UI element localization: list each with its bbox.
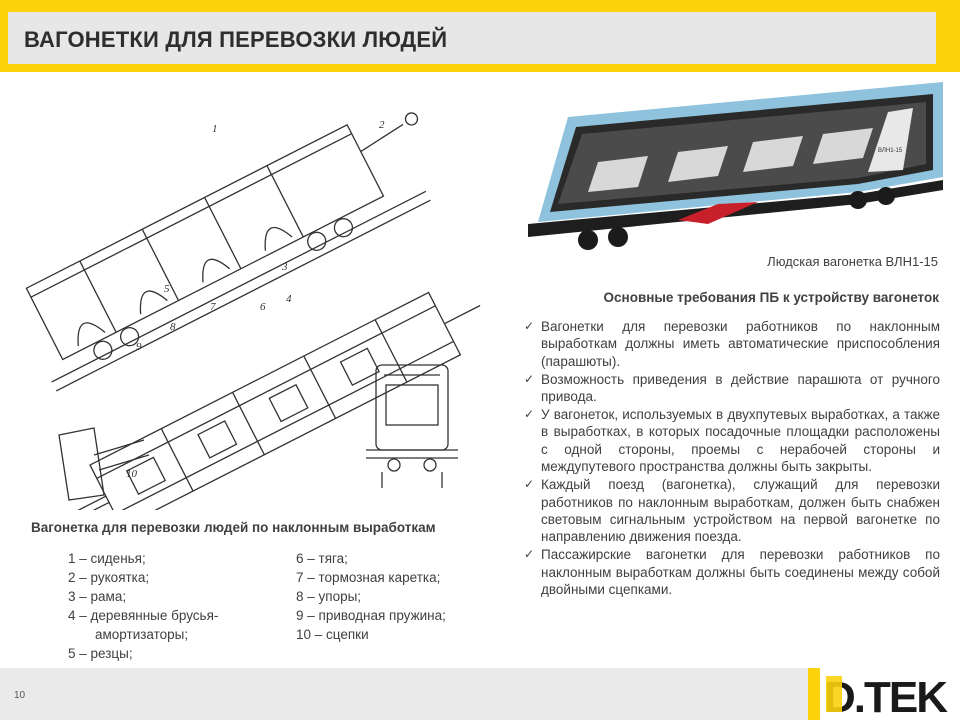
callout-9: 9 (136, 341, 142, 353)
list-item: ✓ Возможность приведения в действие параш… (524, 371, 940, 406)
callout-6: 6 (260, 301, 266, 313)
coupling-detail (58, 427, 105, 501)
checkmark-icon: ✓ (524, 319, 535, 333)
logo-text: D.TEK (824, 673, 948, 720)
list-item: ✓ Каждый поезд (вагонетка), служащий для … (524, 476, 940, 546)
photo-caption: Людская вагонетка ВЛН1-15 (767, 254, 938, 269)
page-title: ВАГОНЕТКИ ДЛЯ ПЕРЕВОЗКИ ЛЮДЕЙ (24, 27, 448, 52)
callout-2: 2 (379, 119, 385, 131)
footer-bar (0, 668, 808, 720)
legend-column-1: 1 – сиденья; 2 – рукоятка; 3 – рама; 4 –… (68, 549, 218, 663)
requirement-text: Возможность приведения в действие парашю… (541, 371, 940, 405)
requirement-text: У вагонеток, используемых в двухпутевых … (541, 407, 940, 475)
callout-10: 10 (126, 468, 138, 480)
callout-7: 7 (210, 301, 216, 313)
drawing-caption: Вагонетка для перевозки людей по наклонн… (31, 520, 436, 535)
legend-item: 5 – резцы; (68, 646, 133, 661)
callout-5: 5 (164, 283, 170, 295)
callout-3: 3 (281, 261, 288, 273)
front-view (366, 364, 458, 488)
page-number: 10 (14, 690, 26, 701)
header-panel (8, 12, 936, 64)
legend-item: 10 – сцепки (296, 627, 369, 642)
legend-column-2: 6 – тяга; 7 – тормозная каретка; 8 – упо… (296, 549, 446, 644)
checkmark-icon: ✓ (524, 371, 535, 386)
requirements-list: ✓ Вагонетки для перевозки работников по н… (524, 318, 940, 599)
list-item: ✓ Пассажирские вагонетки для перевозки ра… (524, 546, 940, 598)
requirement-text: Вагонетки для перевозки работников по на… (541, 319, 940, 369)
checkmark-icon: ✓ (524, 477, 535, 492)
legend-item: 1 – сиденья; (68, 551, 146, 566)
legend-item: 4 – деревянные брусья- (68, 608, 219, 623)
callout-8: 8 (170, 321, 176, 333)
dtek-logo: D.TEK (820, 668, 960, 720)
legend-item: 2 – рукоятка; (68, 570, 150, 585)
requirements-title: Основные требования ПБ к устройству ваго… (603, 290, 939, 305)
header-band (0, 0, 960, 72)
callout-4: 4 (286, 293, 292, 305)
side-view (25, 112, 431, 392)
checkmark-icon: ✓ (524, 547, 535, 562)
legend-item-continuation: амортизаторы; (95, 627, 189, 642)
passenger-car-photo: ВЛН1-15 (528, 82, 943, 250)
mine-car-technical-drawing: 1 2 3 4 5 6 7 8 9 10 (25, 112, 481, 510)
checkmark-icon: ✓ (524, 407, 535, 422)
plan-view (61, 291, 481, 510)
legend-item: 9 – приводная пружина; (296, 608, 446, 623)
legend-item: 8 – упоры; (296, 589, 362, 604)
requirement-text: Каждый поезд (вагонетка), служащий для п… (541, 477, 940, 545)
requirement-text: Пассажирские вагонетки для перевозки раб… (541, 547, 940, 598)
callout-1: 1 (212, 123, 218, 135)
list-item: ✓ Вагонетки для перевозки работников по н… (524, 318, 940, 370)
legend-item: 7 – тормозная каретка; (296, 570, 441, 585)
list-item: ✓ У вагонеток, используемых в двухпутевых… (524, 406, 940, 476)
legend-item: 3 – рама; (68, 589, 127, 604)
car-label: ВЛН1-15 (878, 148, 903, 154)
legend-item: 6 – тяга; (296, 551, 348, 566)
